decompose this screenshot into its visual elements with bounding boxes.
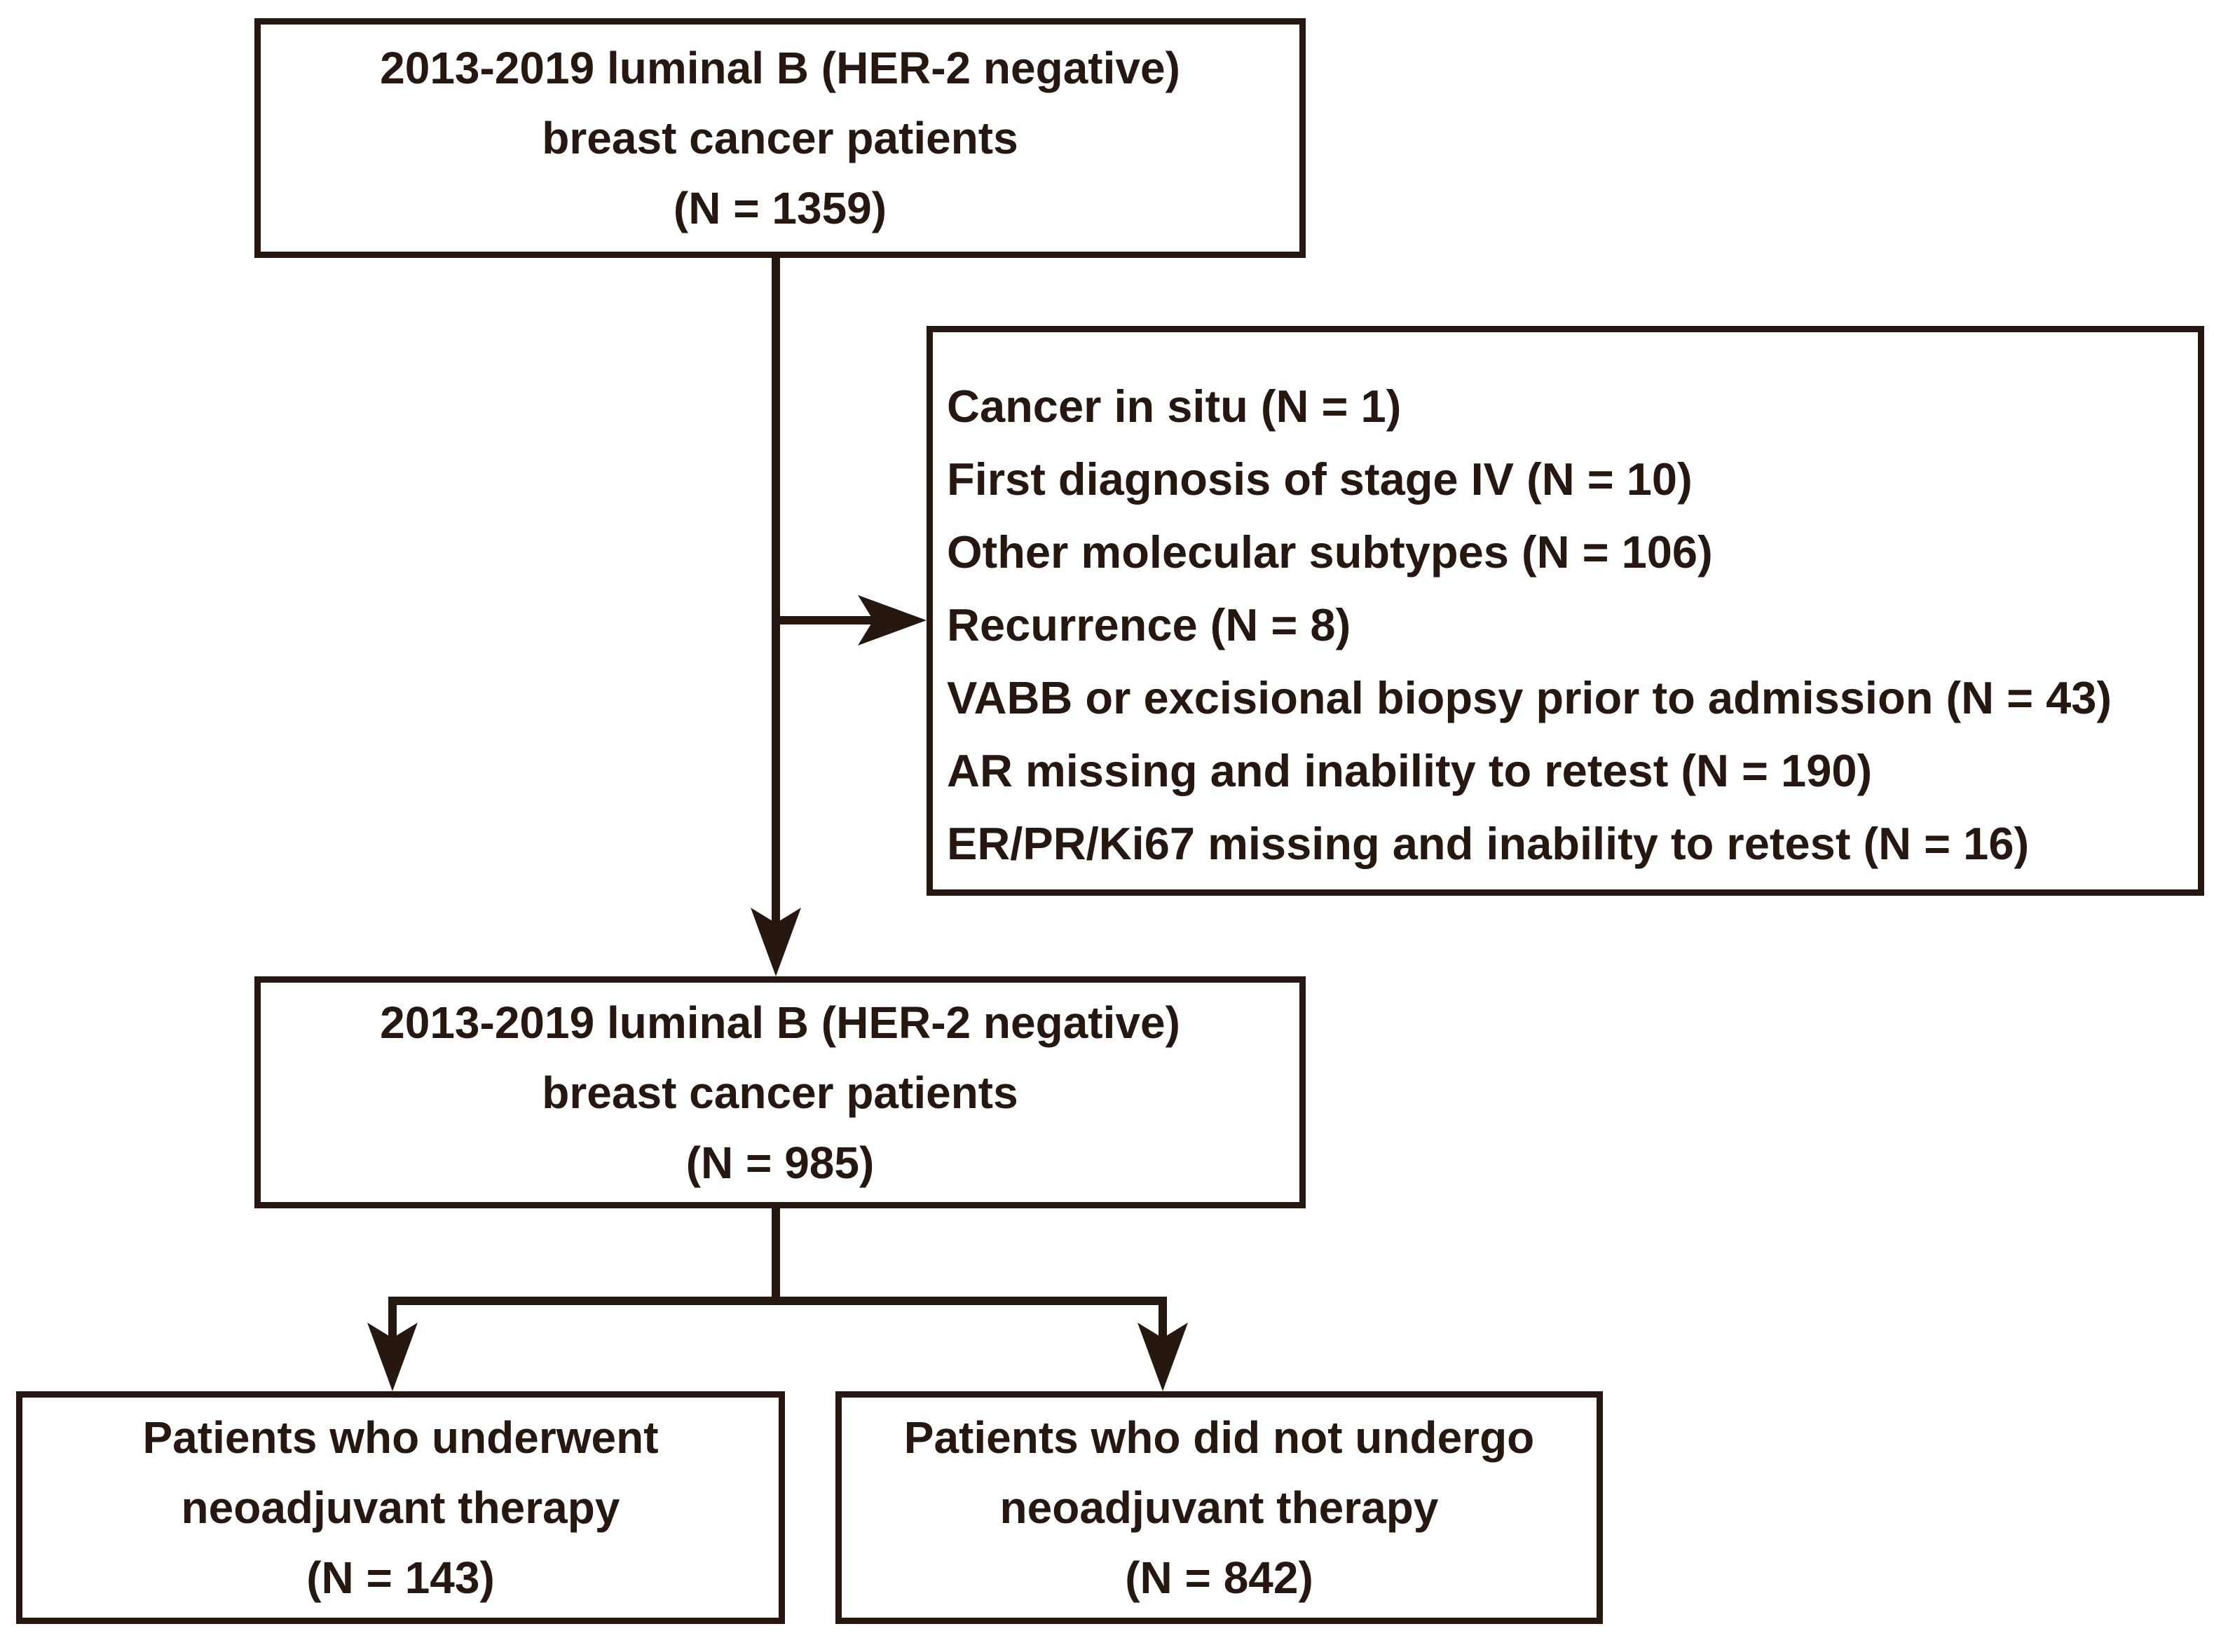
exclusions-box: Cancer in situ (N = 1) First diagnosis o… [927, 326, 2204, 896]
initial-cohort-line: 2013-2019 luminal B (HER-2 negative) [380, 43, 1180, 93]
exclusion-item: AR missing and inability to retest (N = … [947, 745, 1873, 796]
initial-cohort-box: 2013-2019 luminal B (HER-2 negative) bre… [254, 18, 1306, 258]
exclusion-item: ER/PR/Ki67 missing and inability to rete… [947, 818, 2030, 869]
arrowhead-down-included-icon [751, 908, 801, 976]
non-neoadjuvant-group-box: Patients who did not undergo neoadjuvant… [835, 1391, 1603, 1624]
initial-cohort-line: breast cancer patients [542, 113, 1018, 163]
included-cohort-count: (N = 985) [685, 1137, 875, 1188]
neoadjuvant-group-line: neoadjuvant therapy [181, 1482, 620, 1533]
exclusion-item: Cancer in situ (N = 1) [947, 381, 1402, 432]
included-cohort-line: 2013-2019 luminal B (HER-2 negative) [380, 997, 1180, 1048]
included-cohort-box: 2013-2019 luminal B (HER-2 negative) bre… [254, 976, 1306, 1208]
arrowhead-right-exclusions-icon [858, 595, 927, 646]
non-neoadjuvant-group-line: neoadjuvant therapy [999, 1482, 1439, 1533]
non-neoadjuvant-group-line: Patients who did not undergo [903, 1412, 1535, 1463]
exclusion-item: Recurrence (N = 8) [947, 599, 1351, 650]
neoadjuvant-group-box: Patients who underwent neoadjuvant thera… [16, 1391, 785, 1624]
exclusion-item: Other molecular subtypes (N = 106) [947, 526, 1713, 578]
neoadjuvant-group-count: (N = 143) [306, 1552, 495, 1603]
initial-cohort-count: (N = 1359) [673, 183, 887, 233]
non-neoadjuvant-group-count: (N = 842) [1125, 1552, 1313, 1603]
exclusion-item: First diagnosis of stage IV (N = 10) [947, 453, 1693, 505]
included-cohort-line: breast cancer patients [542, 1067, 1018, 1118]
arrowhead-down-non-neoadjuvant-icon [1137, 1323, 1188, 1391]
arrowhead-down-neoadjuvant-icon [367, 1323, 418, 1391]
neoadjuvant-group-line: Patients who underwent [142, 1412, 659, 1463]
exclusion-item: VABB or excisional biopsy prior to admis… [947, 672, 2112, 723]
